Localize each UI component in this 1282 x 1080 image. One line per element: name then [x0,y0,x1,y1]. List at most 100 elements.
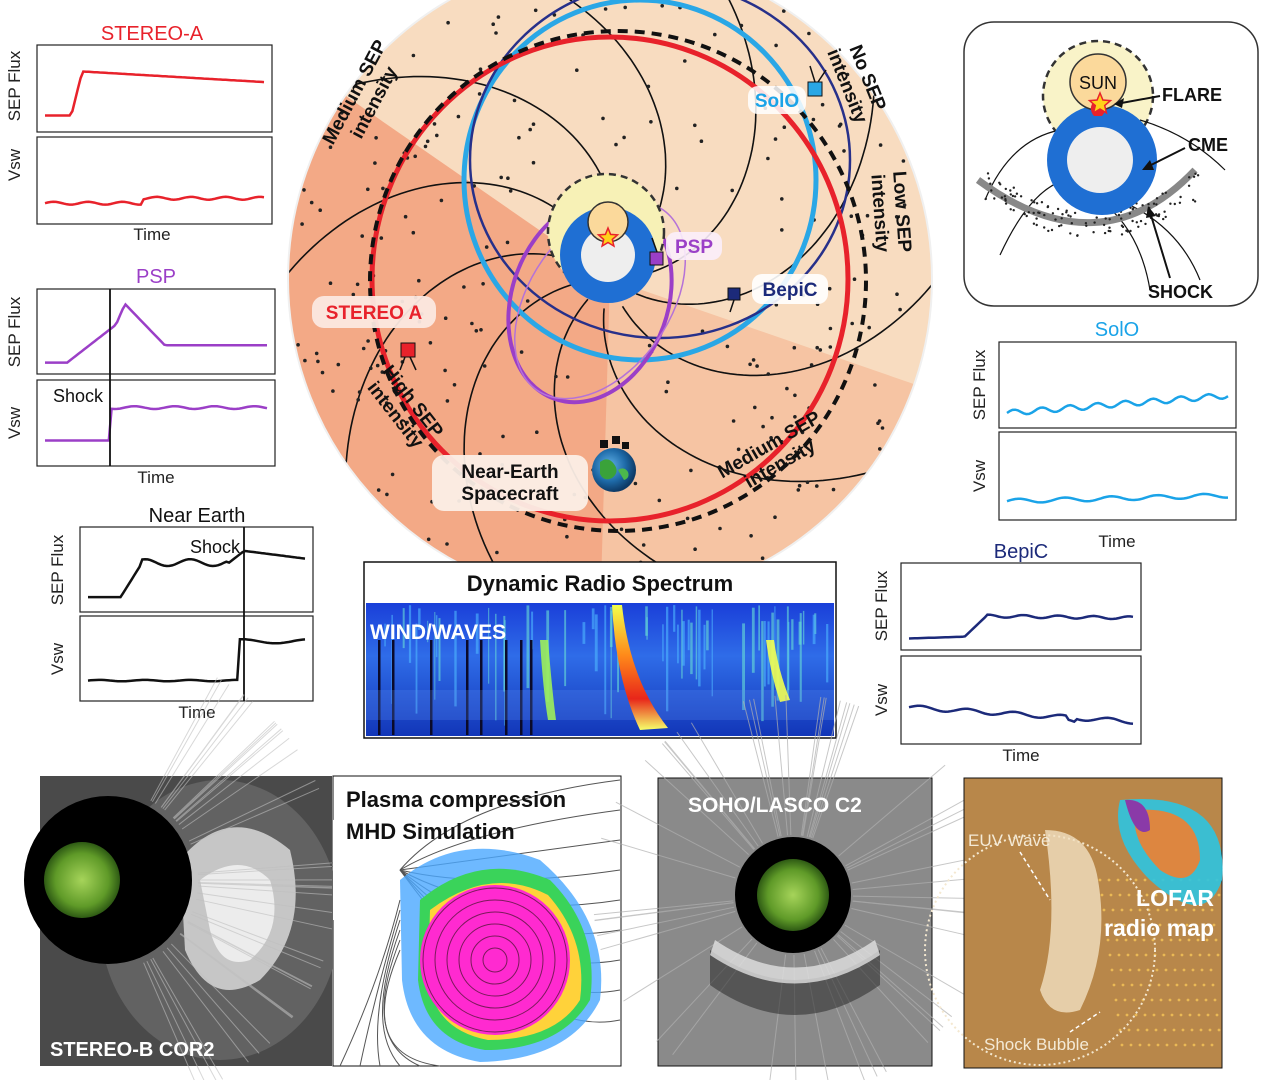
parker-spiral-line [621,223,932,377]
euv-wave-circle [924,834,1156,1066]
radio-title: Dynamic Radio Spectrum [467,571,734,596]
time-xlabel: Time [137,468,174,487]
particle-dot [828,345,833,349]
svg-text:BepiC: BepiC [763,280,818,301]
particle-dot [565,375,570,379]
sun-label: SUN [1079,73,1117,93]
shock-annotation: Shock [190,537,241,557]
particle-dot [809,363,814,367]
vsw-axes [900,655,1142,745]
vsw-line [87,637,306,683]
particle-dot [481,282,485,286]
particle-dot [622,135,626,140]
particle-dot [828,326,833,331]
particle-dot [381,186,385,191]
time-xlabel: Time [178,703,215,722]
particle-dot [675,186,679,191]
particle-dot [689,468,693,473]
particle-dot [800,430,805,435]
particle-dot [565,534,569,539]
particle-dot [657,498,662,503]
particle-dot [774,43,778,48]
cme-label: CME [1188,135,1228,155]
particle-dot [683,59,687,63]
particle-dot [318,208,323,212]
particle-dot [849,214,854,218]
shock-label: SHOCK [1148,282,1213,302]
particle-dot [525,299,530,303]
mhd-simulation-image: Plasma compression MHD Simulation [332,775,622,1067]
particle-dot [792,345,797,350]
particle-dot [647,343,652,348]
particle-dot [517,135,521,140]
particle-dot [649,120,653,124]
particle-dot [452,383,457,387]
particle-dot [818,348,823,352]
particle-dot [755,364,759,368]
particle-dot [531,122,536,126]
particle-dot [531,160,536,165]
particle-dot [425,139,430,144]
particle-dot [827,286,832,291]
particle-dot [340,111,344,115]
particle-dot [380,370,385,374]
sep-flux-ylabel: SEP Flux [970,349,989,420]
vsw-ylabel: Vsw [5,148,24,181]
vsw-axes [998,431,1237,521]
particle-dot [512,98,517,103]
particle-dot [831,487,836,492]
particle-dot [842,149,846,153]
particle-dot [731,419,736,423]
particle-dot [623,5,627,10]
sep-flux-axes [998,341,1237,429]
particle-dot [797,483,802,488]
cme-schematic: SUN FLARE CME SHOCK [963,21,1259,307]
particle-dot [373,161,377,165]
sep-flux-ylabel: SEP Flux [5,296,24,367]
particle-dot [614,142,618,147]
svg-text:SolO: SolO [755,91,799,112]
vsw-ylabel: Vsw [48,642,67,675]
vsw-line [45,404,268,442]
particle-dot [713,32,717,37]
occulter [581,228,635,282]
particle-dot [633,481,638,486]
particle-dot [390,472,395,477]
particle-dot [685,516,690,521]
particle-dot [533,8,538,13]
panel-title: PSP [136,266,176,288]
stereo-b-label: STEREO-B COR2 [50,1039,214,1061]
particle-dot [554,374,558,379]
vsw-line [908,704,1134,725]
particle-dot [403,214,408,219]
vsw-ylabel: Vsw [5,406,24,439]
particle-dot [446,20,450,25]
particle-dot [360,234,365,238]
lasco-label: SOHO/LASCO C2 [688,794,862,817]
particle-dot [331,389,335,393]
particle-dot [432,122,437,126]
particle-dot [496,15,501,19]
near-earth-label: Near-Earth Spacecraft [432,455,588,511]
particle-dot [780,228,784,232]
vsw-ylabel: Vsw [970,459,989,492]
shock-bubble-label: Shock Bubble [984,1035,1089,1054]
particle-dot [309,200,314,205]
shock-bubble-brightening [1040,830,1102,1013]
panel-title: STEREO-A [101,23,204,45]
particle-dot [865,213,870,218]
particle-dot [751,358,756,362]
particle-dot [435,133,439,138]
vsw-ylabel: Vsw [872,683,891,716]
particle-dot [770,415,774,420]
svg-text:STEREO A: STEREO A [326,303,423,324]
particle-dot [782,125,787,129]
particle-dot [736,447,741,452]
particle-dot [575,68,579,72]
particle-dot [405,420,409,425]
particle-dot [366,339,370,343]
